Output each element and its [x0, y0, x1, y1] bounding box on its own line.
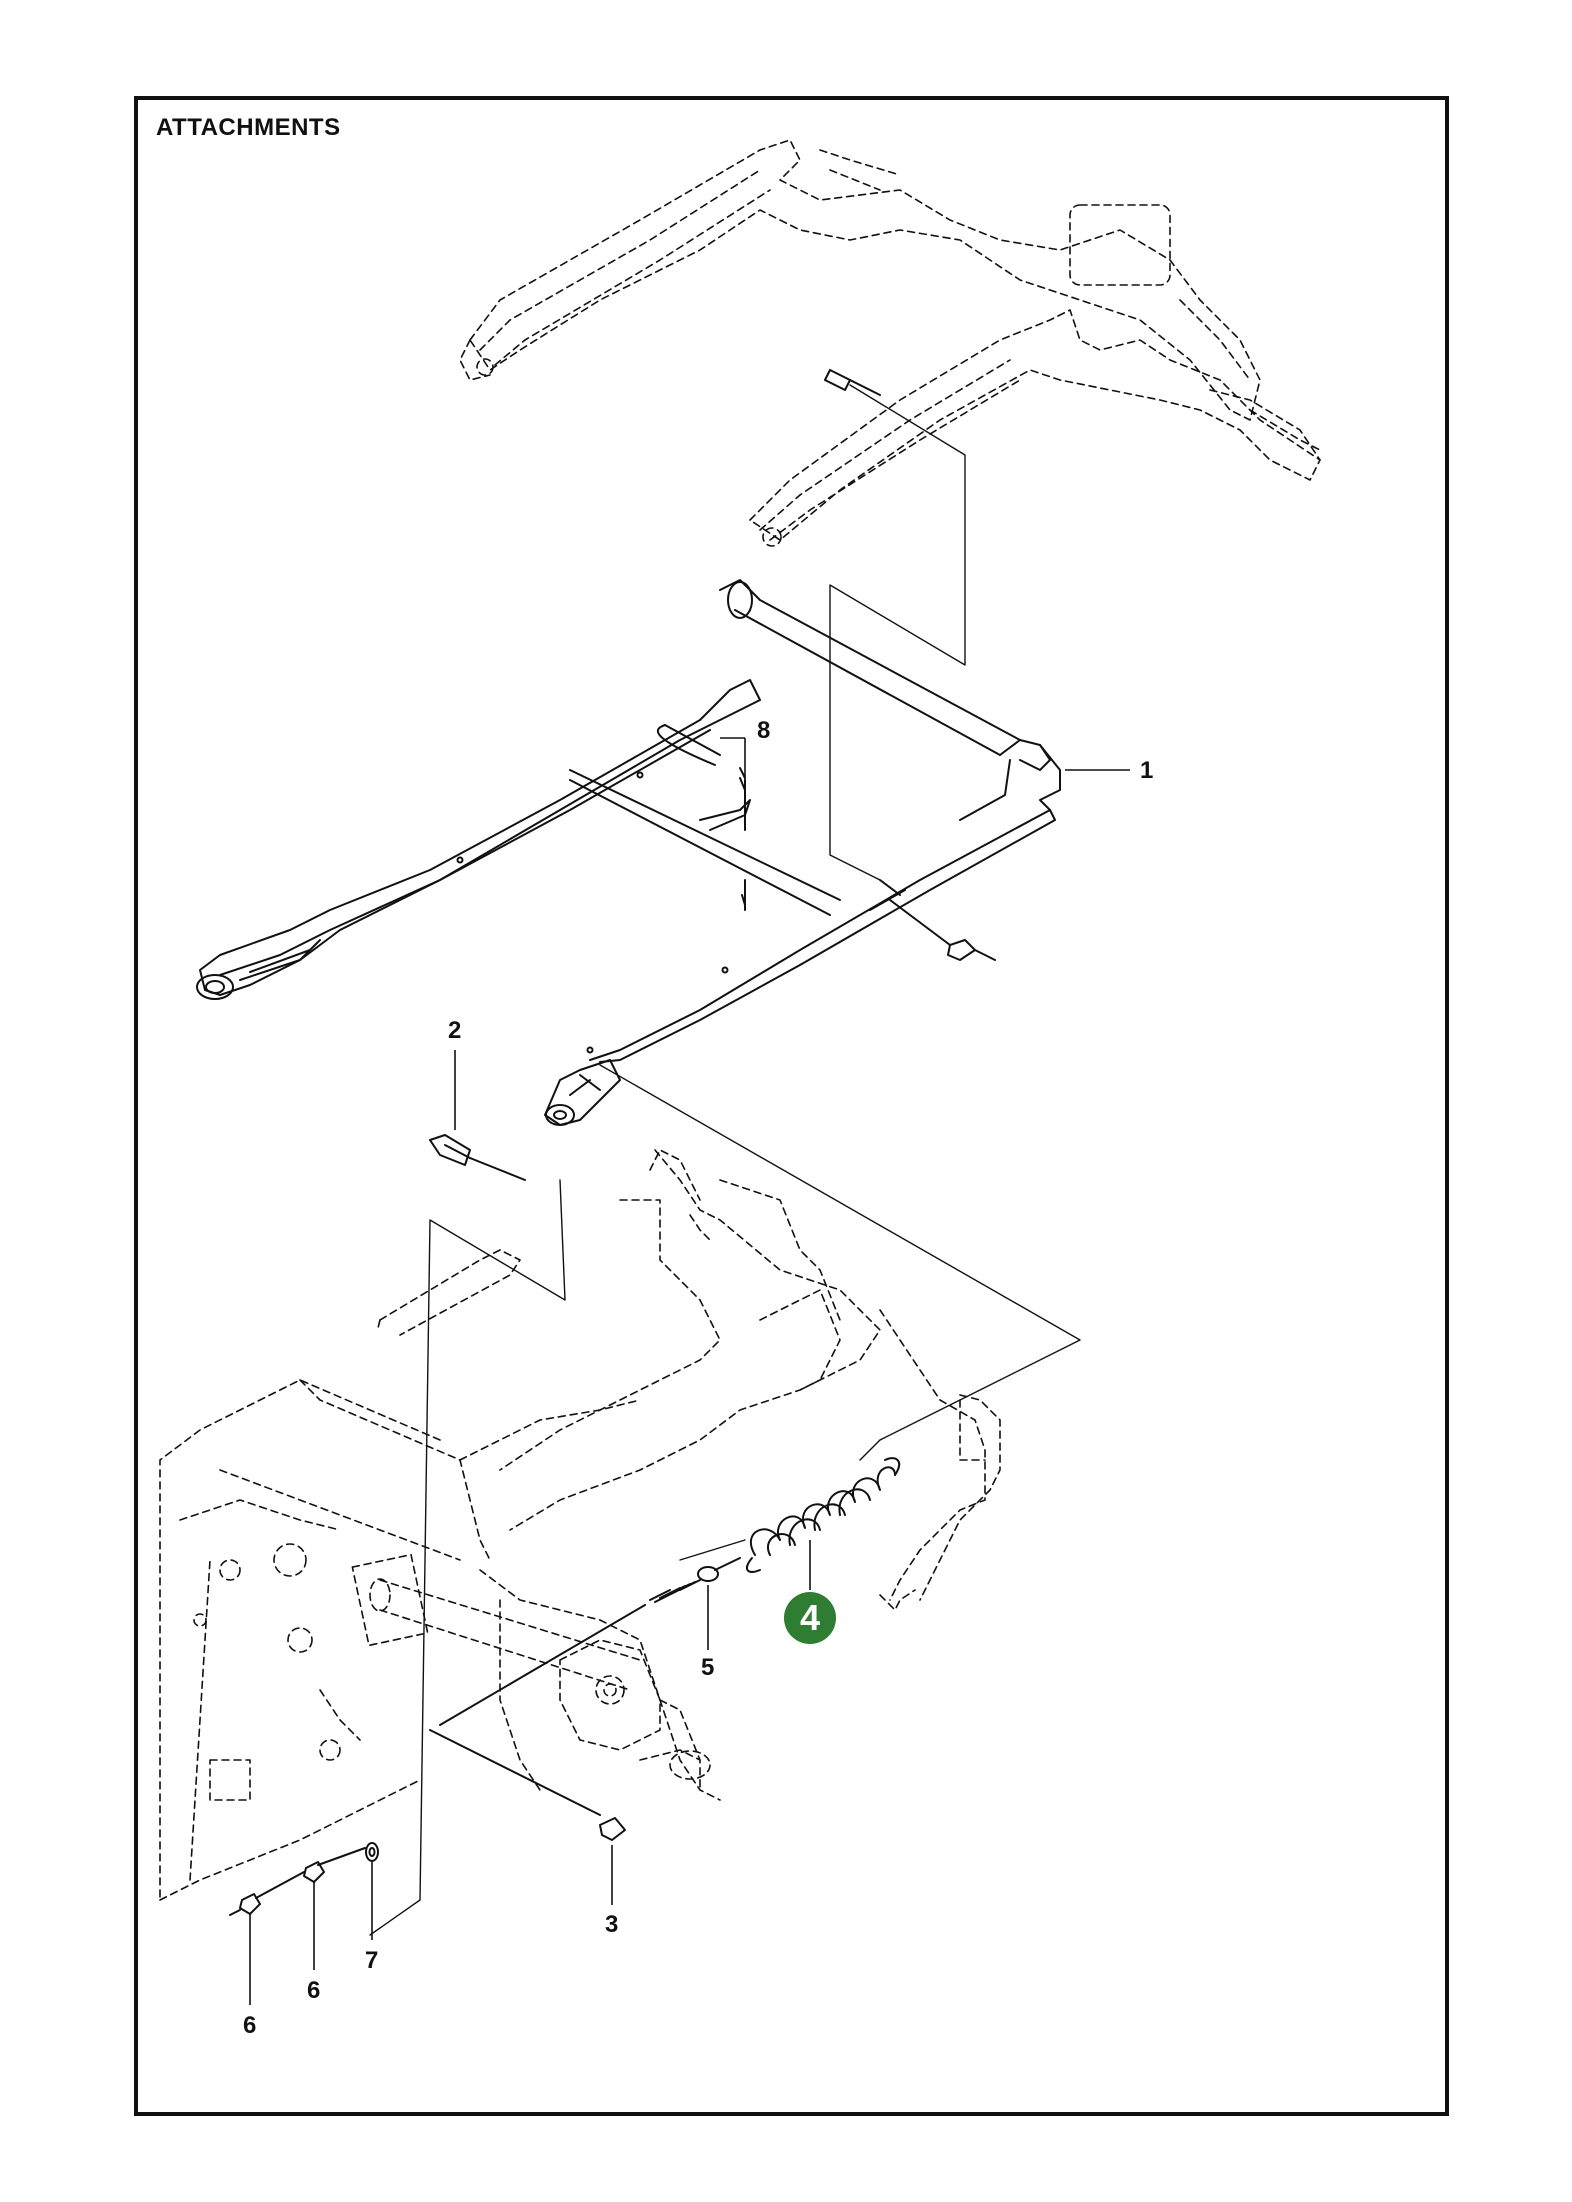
diagram-frame	[134, 96, 1449, 2116]
callout-6b: 6	[243, 2012, 256, 2039]
lower-lift-arm-ghost	[749, 309, 1321, 547]
callout-leaders	[249, 737, 1130, 2005]
callout-4: 4	[800, 1597, 820, 1638]
callout-7: 7	[365, 1947, 378, 1974]
assembly-guide-lines	[829, 384, 966, 881]
nut-part-6b	[229, 1847, 366, 1916]
lift-frame-part-1	[196, 579, 1061, 1126]
nut-part-3	[429, 1729, 626, 1841]
callout-3: 3	[605, 1911, 618, 1938]
callout-5: 5	[701, 1654, 714, 1681]
part2-guide-line	[369, 1179, 566, 1936]
highlighted-callout-4-badge	[784, 1592, 836, 1644]
callout-1: 1	[1140, 757, 1153, 784]
upper-bolt-icon	[824, 369, 881, 396]
nut-part-6a	[303, 1861, 325, 1883]
page-title: ATTACHMENTS	[156, 114, 341, 141]
callout-8: 8	[757, 717, 770, 744]
callout-2: 2	[448, 1017, 461, 1044]
turnbuckle-part-5	[439, 1557, 741, 1726]
chassis-ghost	[159, 1149, 1001, 1901]
extension-spring-part-4	[745, 1457, 901, 1573]
bolt-part-2	[429, 1134, 526, 1181]
upper-lift-arm-ghost	[459, 139, 1261, 421]
frame-nut-icon	[889, 899, 996, 961]
hairpin-clip-part-8	[656, 724, 746, 906]
washer-part-7	[365, 1842, 379, 1862]
spring-guide-line	[599, 1064, 1081, 1561]
callout-6a: 6	[307, 1977, 320, 2004]
